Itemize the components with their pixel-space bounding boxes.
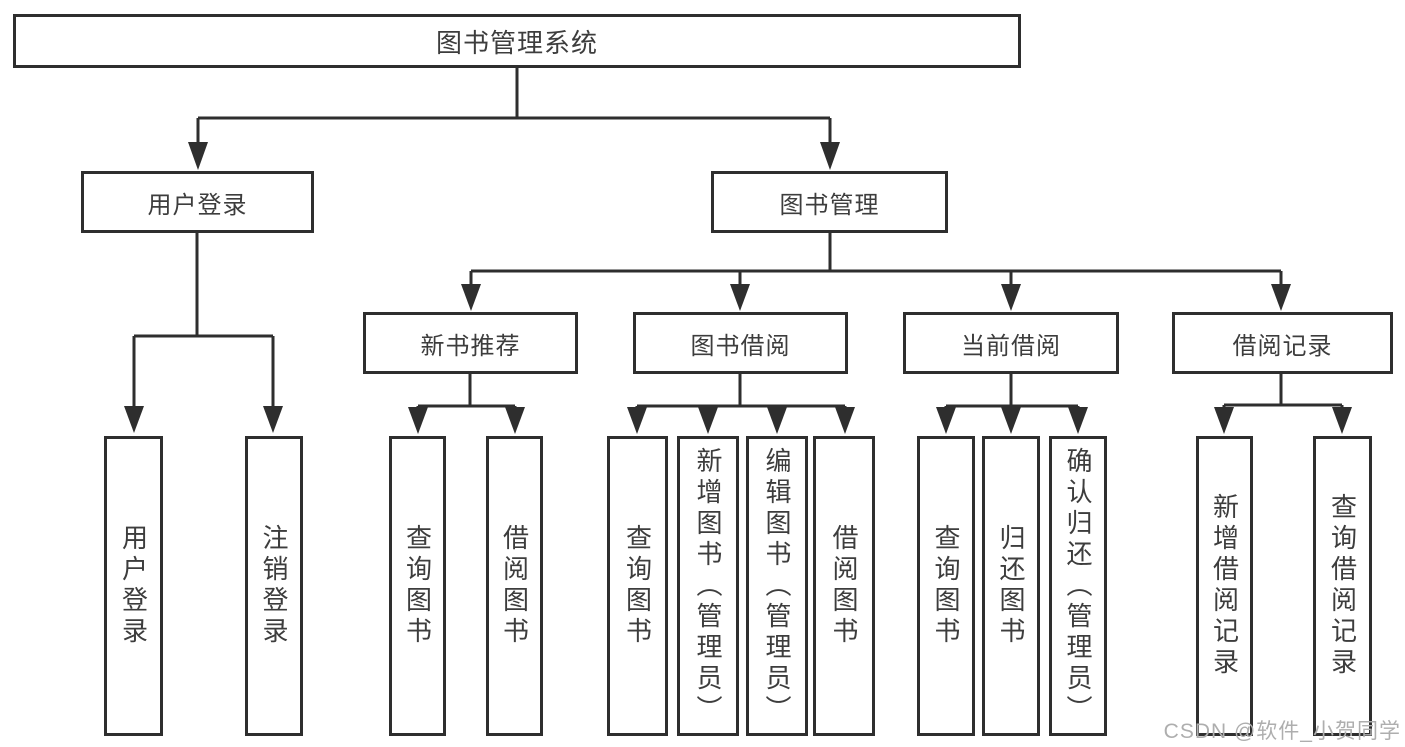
connector-book-borrow-children [627,374,855,434]
node-leaf-return-books: 归还图书 [982,436,1040,736]
arrowhead-icon [124,406,144,433]
connector-current-borrow-children [936,374,1088,434]
node-label: 查询图书 [622,524,653,648]
node-leaf-logout: 注销登录 [245,436,303,736]
node-label: 查询图书 [402,524,433,648]
arrowhead-icon [698,407,718,434]
connector-root-to-level2 [188,68,840,170]
node-leaf-user-login: 用户登录 [104,436,163,736]
connector-user-login-children [124,233,283,433]
node-label: 归还图书 [996,524,1026,648]
arrowhead-icon [1271,284,1291,311]
arrowhead-icon [820,142,840,170]
node-book-management: 图书管理 [711,171,948,233]
node-leaf-query-books-2: 查询图书 [607,436,668,736]
node-label: 借阅图书 [829,524,859,648]
node-label: 借阅图书 [499,524,530,648]
arrowhead-icon [936,407,956,434]
arrowhead-icon [1001,407,1021,434]
node-label: 新增图书（管理员） [693,446,723,726]
arrowhead-icon [461,284,481,311]
node-leaf-query-borrow-record: 查询借阅记录 [1313,436,1372,736]
node-label: 编辑图书（管理员） [762,446,792,726]
node-leaf-edit-books-admin: 编辑图书（管理员） [746,436,808,736]
arrowhead-icon [1001,284,1021,311]
node-label: 查询图书 [931,524,961,648]
node-user-login: 用户登录 [81,171,314,233]
connector-new-books-children [408,374,525,434]
node-borrow-records: 借阅记录 [1172,312,1393,374]
node-label: 注销登录 [259,524,289,648]
node-leaf-query-books-3: 查询图书 [917,436,975,736]
arrowhead-icon [1068,407,1088,434]
node-leaf-add-borrow-record: 新增借阅记录 [1196,436,1253,736]
node-new-book-recommend: 新书推荐 [363,312,578,374]
node-label: 查询借阅记录 [1327,493,1358,679]
arrowhead-icon [627,407,647,434]
node-book-borrow: 图书借阅 [633,312,848,374]
arrowhead-icon [188,142,208,170]
node-label: 新增借阅记录 [1209,493,1240,679]
node-leaf-borrow-books-2: 借阅图书 [813,436,875,736]
arrowhead-icon [1214,407,1234,434]
node-leaf-add-books-admin: 新增图书（管理员） [677,436,739,736]
node-leaf-borrow-books-1: 借阅图书 [486,436,543,736]
node-library-system: 图书管理系统 [13,14,1021,68]
arrowhead-icon [1332,407,1352,434]
arrowhead-icon [767,407,787,434]
arrowhead-icon [505,407,525,434]
arrowhead-icon [263,406,283,433]
node-label: 确认归还（管理员） [1063,446,1093,726]
arrowhead-icon [730,284,750,311]
node-current-borrow: 当前借阅 [903,312,1119,374]
connector-borrow-records-children [1214,374,1352,434]
node-leaf-query-books-1: 查询图书 [389,436,446,736]
arrowhead-icon [835,407,855,434]
node-leaf-confirm-return-admin: 确认归还（管理员） [1049,436,1107,736]
csdn-watermark: CSDN @软件_小贺同学 [1163,720,1401,743]
arrowhead-icon [408,407,428,434]
node-label: 用户登录 [118,524,149,648]
connector-book-mgmt-to-level3 [461,233,1291,311]
